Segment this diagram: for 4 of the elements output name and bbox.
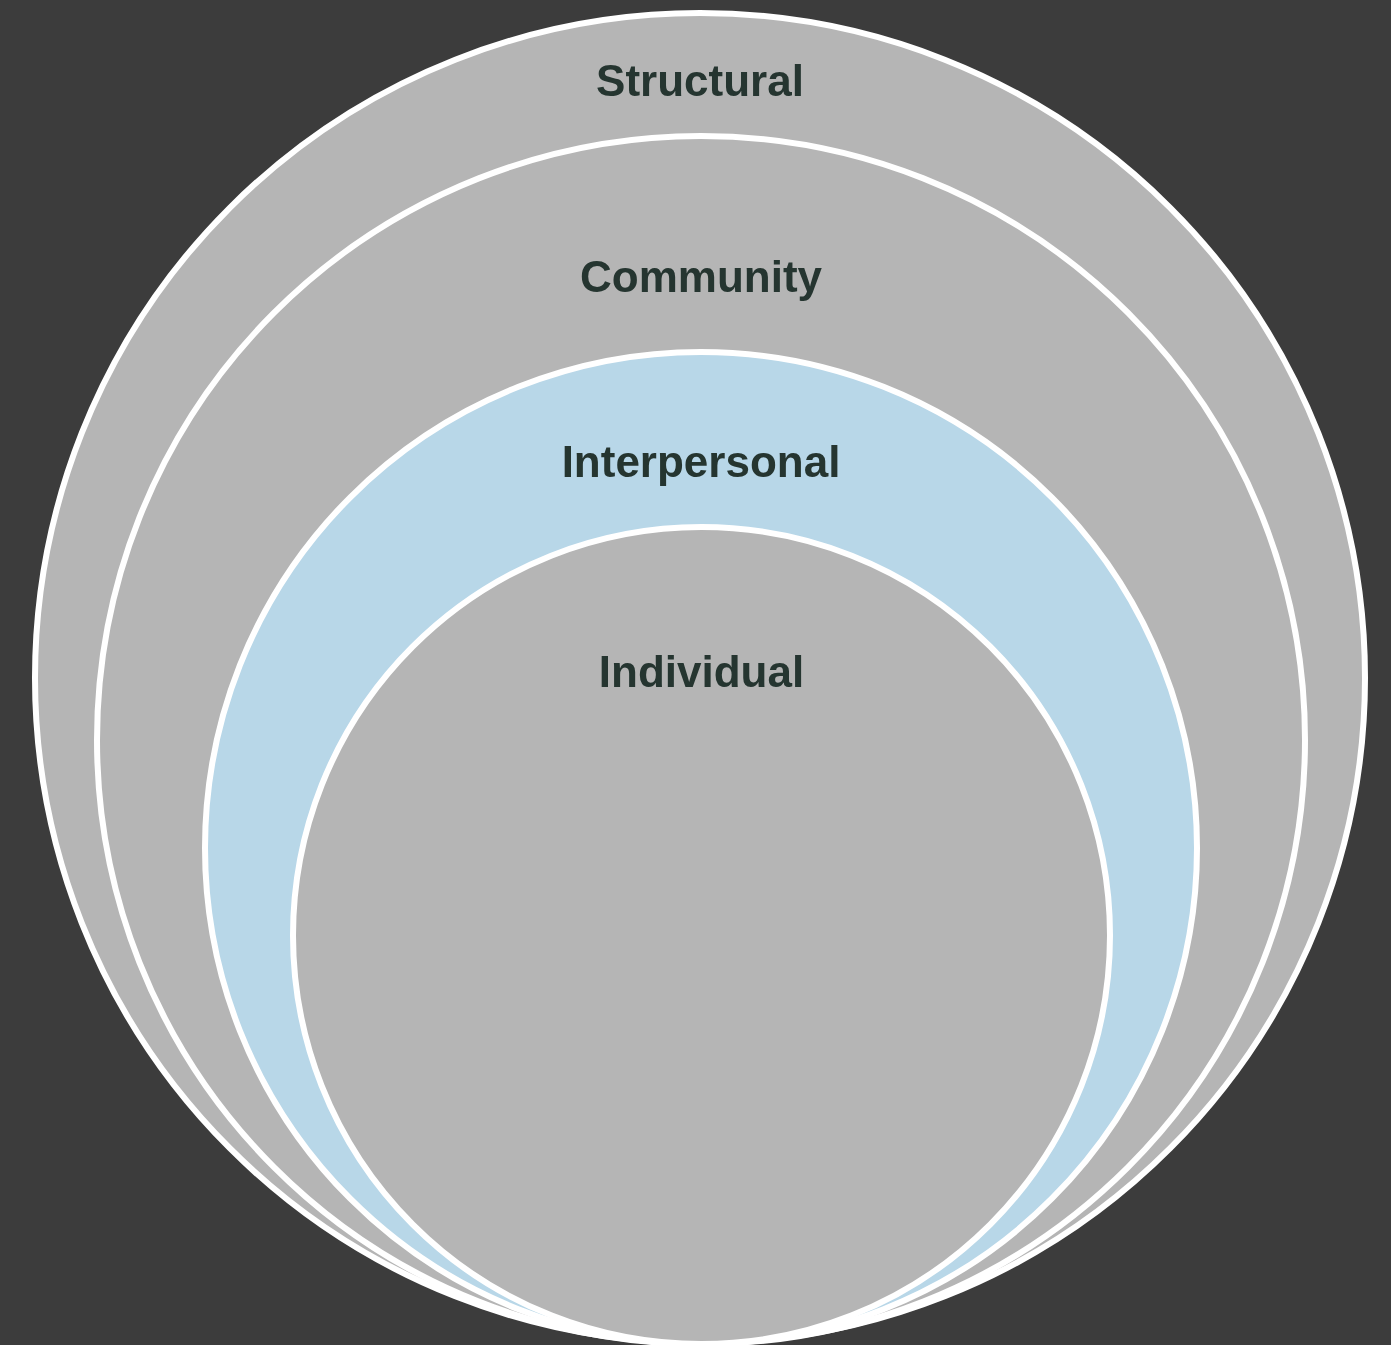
layer-label: Community [580, 252, 822, 302]
layer-label: Structural [596, 56, 804, 106]
layer-label: Individual [598, 647, 805, 697]
layer-label: Interpersonal [561, 437, 841, 487]
